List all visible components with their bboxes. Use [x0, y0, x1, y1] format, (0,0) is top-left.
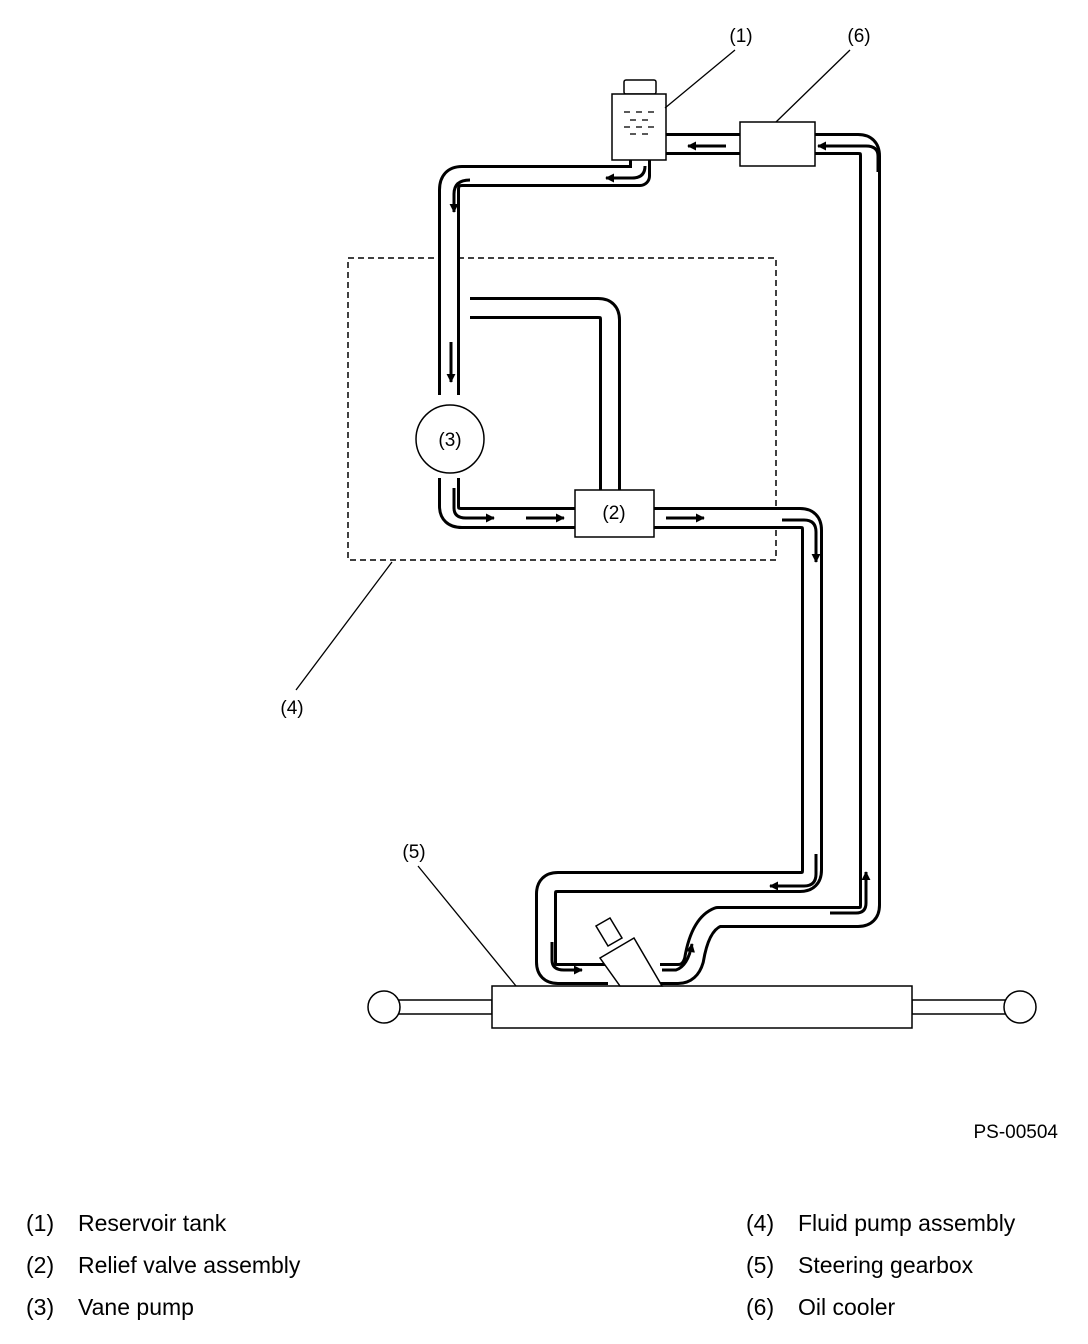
oil-cooler [739, 121, 816, 167]
legend-number: (2) [26, 1252, 55, 1278]
legend-item: (5) Steering gearbox [746, 1244, 1015, 1286]
legend-number: (3) [26, 1294, 55, 1320]
steering-gearbox [367, 916, 1037, 1029]
legend-item: (2) Relief valve assembly [26, 1244, 300, 1286]
legend-label: Fluid pump assembly [798, 1210, 1016, 1236]
legend-label: Steering gearbox [798, 1252, 974, 1278]
legend-left: (1) Reservoir tank (2) Relief valve asse… [26, 1202, 300, 1328]
flow-arrow [662, 943, 695, 972]
legend-label: Reservoir tank [78, 1210, 227, 1236]
flow-arrow [830, 871, 871, 915]
power-steering-diagram: (1) (6) (3) (2) (4) (5) [280, 26, 1037, 1029]
flow-arrow [817, 141, 880, 172]
flow-arrows [446, 141, 880, 975]
legend-number: (6) [746, 1294, 775, 1320]
callout-3: (3) [438, 430, 461, 451]
callout-2: (2) [602, 503, 625, 524]
legend-label: Relief valve assembly [78, 1252, 301, 1278]
flow-arrow [769, 854, 818, 891]
legend-right: (4) Fluid pump assembly (5) Steering gea… [746, 1202, 1015, 1328]
legend-item: (6) Oil cooler [746, 1286, 1015, 1328]
vane-pump [415, 404, 485, 474]
callout-6: (6) [847, 26, 870, 47]
legend-number: (1) [26, 1210, 55, 1236]
figure-id: PS-00504 [973, 1122, 1058, 1143]
callout-1: (1) [729, 26, 752, 47]
reservoir-tank [611, 79, 667, 161]
relief-valve-assembly [574, 489, 655, 538]
legend-label: Vane pump [78, 1294, 194, 1320]
fluid-pump-assembly-boundary [347, 257, 777, 561]
legend-item: (3) Vane pump [26, 1286, 300, 1328]
flow-arrow [782, 518, 821, 563]
leader-lines [295, 49, 851, 987]
flow-arrow [452, 488, 495, 523]
legend-number: (5) [746, 1252, 775, 1278]
flow-arrow [550, 942, 583, 975]
legend-label: Oil cooler [798, 1294, 896, 1320]
hose-lines [438, 133, 881, 985]
legend-item: (1) Reservoir tank [26, 1202, 300, 1244]
callout-4: (4) [280, 698, 303, 719]
legend-number: (4) [746, 1210, 775, 1236]
callout-5: (5) [402, 842, 425, 863]
flow-arrow [449, 178, 471, 213]
legend-item: (4) Fluid pump assembly [746, 1202, 1015, 1244]
flow-arrow [605, 165, 647, 183]
